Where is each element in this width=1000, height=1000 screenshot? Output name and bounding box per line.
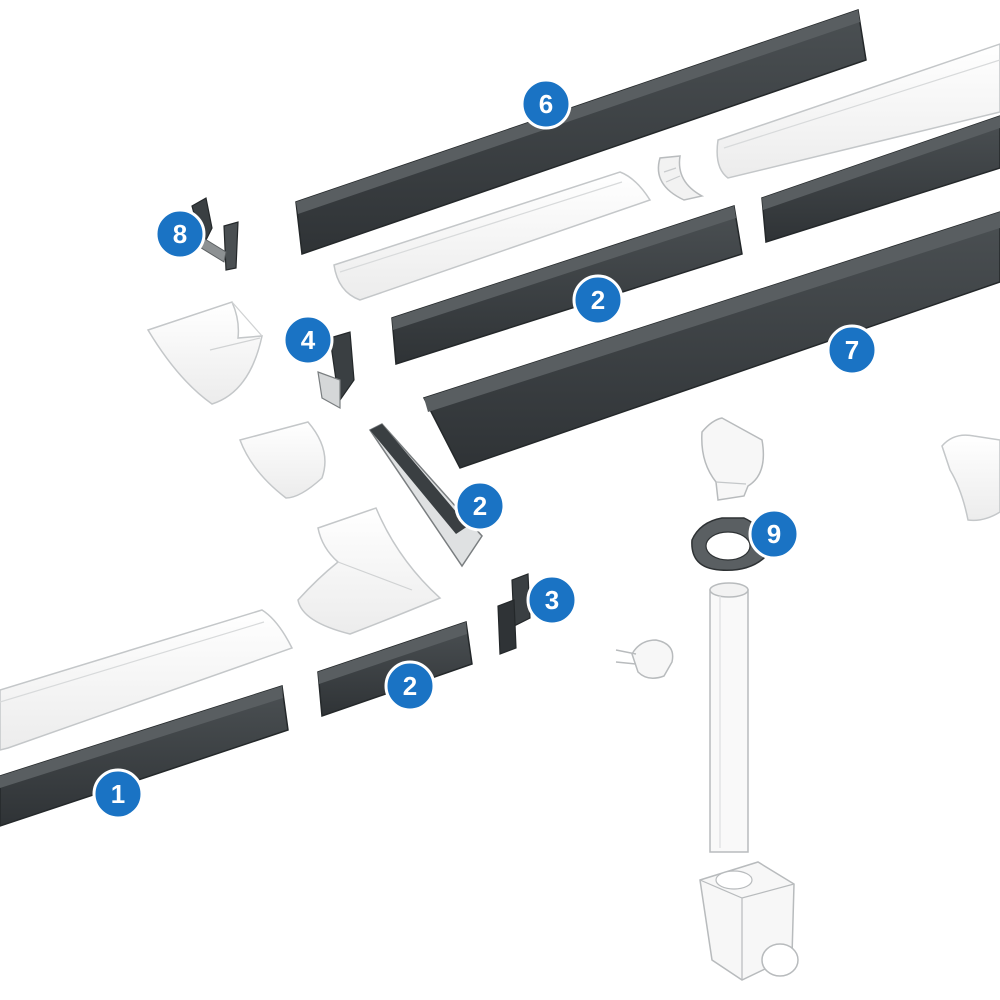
callout-2-lower: 2 bbox=[384, 660, 436, 712]
angle-joint-2-middle bbox=[368, 423, 483, 568]
gutter-stop-end-right bbox=[941, 434, 1000, 522]
callout-3: 3 bbox=[526, 574, 578, 626]
running-outlet bbox=[701, 417, 765, 501]
seal-gasket bbox=[691, 517, 766, 571]
gutter-union-clip bbox=[657, 155, 705, 201]
hopper-head bbox=[699, 861, 799, 981]
fascia-board-7 bbox=[422, 211, 1000, 469]
callout-6: 6 bbox=[520, 78, 572, 130]
callout-2-middle: 2 bbox=[454, 480, 506, 532]
callout-1: 1 bbox=[92, 768, 144, 820]
callout-label: 4 bbox=[301, 325, 316, 355]
external-corner-3 bbox=[497, 573, 531, 655]
pipe-bracket bbox=[615, 639, 674, 679]
callout-label: 8 bbox=[173, 219, 187, 249]
callout-9: 9 bbox=[748, 508, 800, 560]
fascia-board-2-upper bbox=[391, 205, 743, 365]
gutter-corner-lower bbox=[297, 507, 442, 635]
callout-label: 3 bbox=[545, 585, 559, 615]
callout-label: 9 bbox=[767, 519, 781, 549]
callout-2-upper: 2 bbox=[572, 274, 624, 326]
gutter-lower-left bbox=[0, 609, 294, 751]
callout-label: 2 bbox=[591, 285, 605, 315]
internal-corner-4 bbox=[317, 331, 355, 410]
gutter-upper-right bbox=[716, 43, 1000, 179]
fascia-board-1 bbox=[0, 685, 289, 827]
fascia-board-right-upper bbox=[761, 115, 1000, 243]
gutter-joint-piece bbox=[239, 421, 326, 499]
callout-label: 1 bbox=[111, 779, 125, 809]
callout-4: 4 bbox=[282, 314, 334, 366]
fascia-board-6 bbox=[295, 9, 867, 256]
callout-7: 7 bbox=[826, 324, 878, 376]
callout-8: 8 bbox=[154, 208, 206, 260]
gutter-upper-middle bbox=[333, 171, 652, 301]
callout-label: 6 bbox=[539, 89, 553, 119]
callout-label: 2 bbox=[403, 671, 417, 701]
downpipe bbox=[709, 582, 749, 853]
callout-label: 7 bbox=[845, 335, 859, 365]
callout-label: 2 bbox=[473, 491, 487, 521]
gutter-corner-upper bbox=[146, 301, 263, 405]
